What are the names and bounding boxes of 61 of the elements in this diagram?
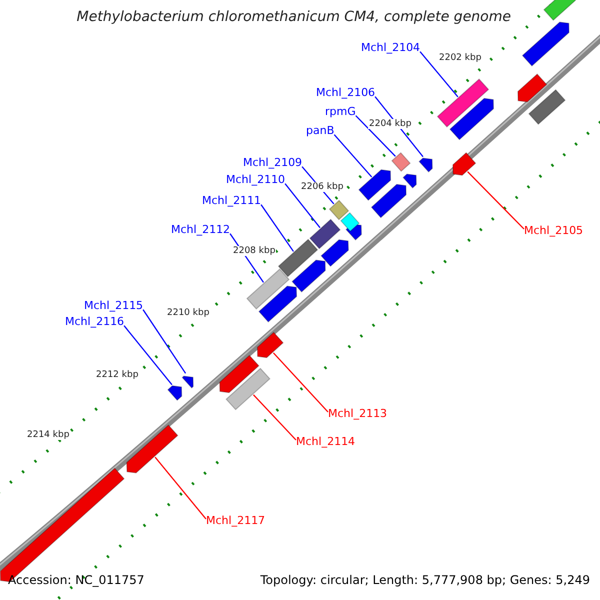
gene-block	[256, 332, 284, 358]
tick-label: 2212 kbp	[95, 370, 140, 380]
leader-line	[154, 456, 206, 520]
gene-block	[449, 98, 494, 140]
leader-line	[467, 171, 524, 230]
gene-block	[292, 260, 326, 293]
gene-label: Mchl_2106	[316, 87, 376, 100]
leader-line	[142, 309, 186, 374]
tick-label: 2206 kbp	[300, 182, 344, 192]
gene-block	[320, 239, 349, 267]
gene-block	[391, 152, 411, 172]
gene-block	[246, 268, 290, 310]
accession-label: Accession: NC_011757	[8, 574, 144, 588]
gene-label: Mchl_2117	[206, 515, 266, 528]
leader-line	[284, 183, 320, 228]
gene-block	[522, 22, 570, 67]
gene-label: Mchl_2110	[226, 174, 286, 187]
leader-line	[124, 325, 172, 386]
gene-block	[167, 385, 182, 401]
gene-block	[370, 184, 407, 218]
gene-block	[402, 174, 417, 189]
leader-line	[272, 352, 328, 412]
gene-block	[126, 424, 178, 474]
tick-label: 2214 kbp	[26, 430, 70, 440]
gene-block	[436, 78, 490, 128]
tick-label: 2210 kbp	[166, 308, 210, 318]
gene-block	[528, 89, 566, 125]
gene-label: Mchl_2112	[171, 224, 230, 237]
gene-block	[226, 368, 270, 410]
gene-label: Mchl_2111	[202, 195, 262, 208]
gene-label: rpmG	[325, 106, 356, 119]
gene-label: panB	[306, 125, 334, 138]
leader-line	[253, 394, 296, 440]
gene-label: Mchl_2114	[296, 436, 356, 449]
leader-line	[355, 115, 396, 157]
gene-block	[543, 0, 576, 21]
gene-block	[278, 238, 318, 278]
gene-block	[452, 152, 476, 176]
genome-info: Topology: circular; Length: 5,777,908 bp; Genes: 5,249	[260, 574, 590, 588]
leader-line	[260, 204, 294, 252]
gene-label: Mchl_2109	[243, 157, 302, 170]
gene-label: Mchl_2113	[328, 408, 388, 421]
leader-line	[420, 51, 458, 98]
gene-block	[517, 73, 548, 102]
gene-block	[309, 218, 341, 250]
gene-block	[182, 376, 194, 389]
gene-block	[418, 158, 433, 173]
tick-label: 2202 kbp	[438, 53, 482, 64]
gene-label: Mchl_2115	[84, 300, 144, 313]
title: Methylobacterium chloromethanicum CM4, complete genome	[76, 9, 511, 26]
gene-block	[358, 169, 392, 201]
gene-label: Mchl_2104	[361, 42, 420, 55]
gene-block	[258, 286, 298, 323]
gene-block	[219, 354, 260, 394]
gene-block	[328, 200, 350, 220]
gene-label: Mchl_2105	[524, 225, 584, 238]
gene-block	[340, 212, 360, 232]
tick-label: 2204 kbp	[368, 119, 412, 130]
leader-line	[334, 134, 372, 178]
tick-label: 2208 kbp	[232, 246, 276, 256]
gene-label: Mchl_2116	[65, 316, 124, 329]
